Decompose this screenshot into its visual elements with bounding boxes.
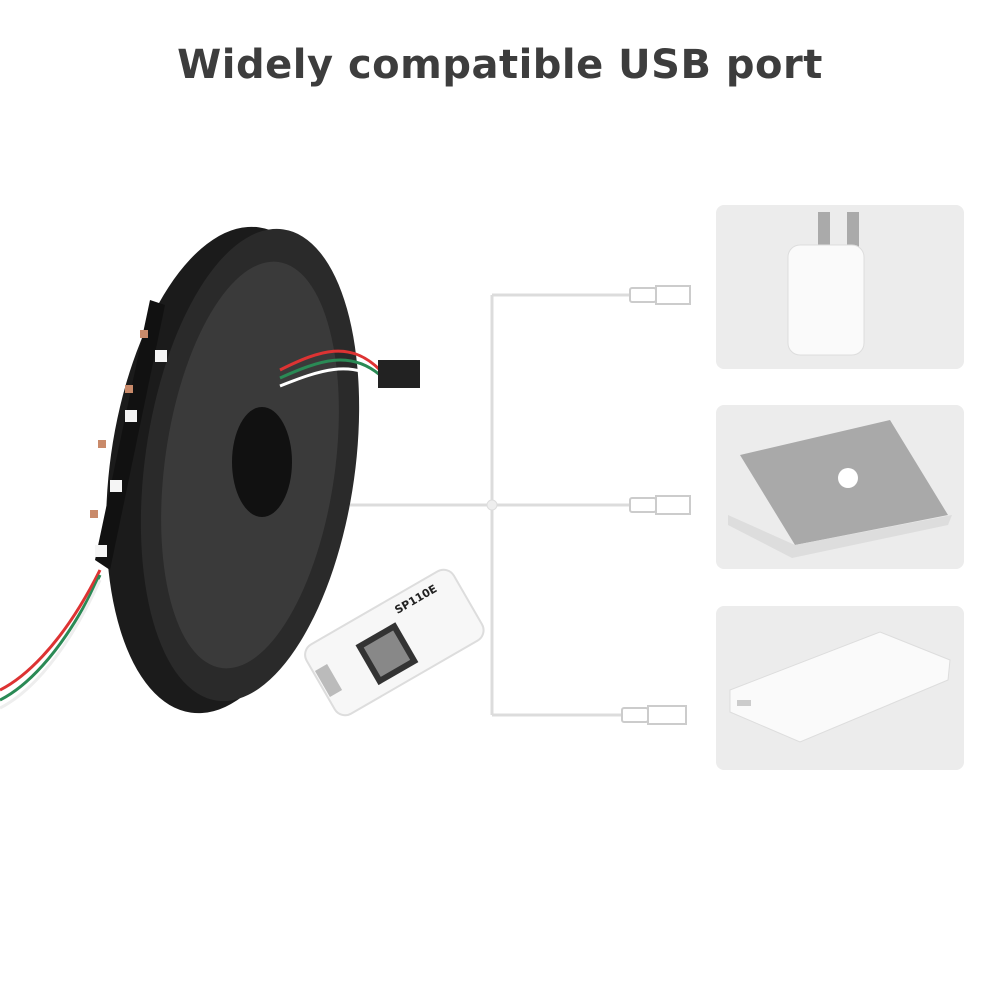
jst-connector [378, 360, 420, 388]
laptop-icon [728, 420, 952, 558]
usb-port [314, 664, 343, 697]
power-bank-icon [729, 631, 951, 743]
led-strip-reel [0, 226, 420, 714]
usb-plug-icon [621, 285, 691, 725]
power-adapter-icon [787, 212, 865, 356]
bluetooth-controller: SP110E [304, 568, 485, 717]
page-title: Widely compatible USB port [177, 42, 823, 88]
apple-logo-icon [838, 468, 858, 488]
